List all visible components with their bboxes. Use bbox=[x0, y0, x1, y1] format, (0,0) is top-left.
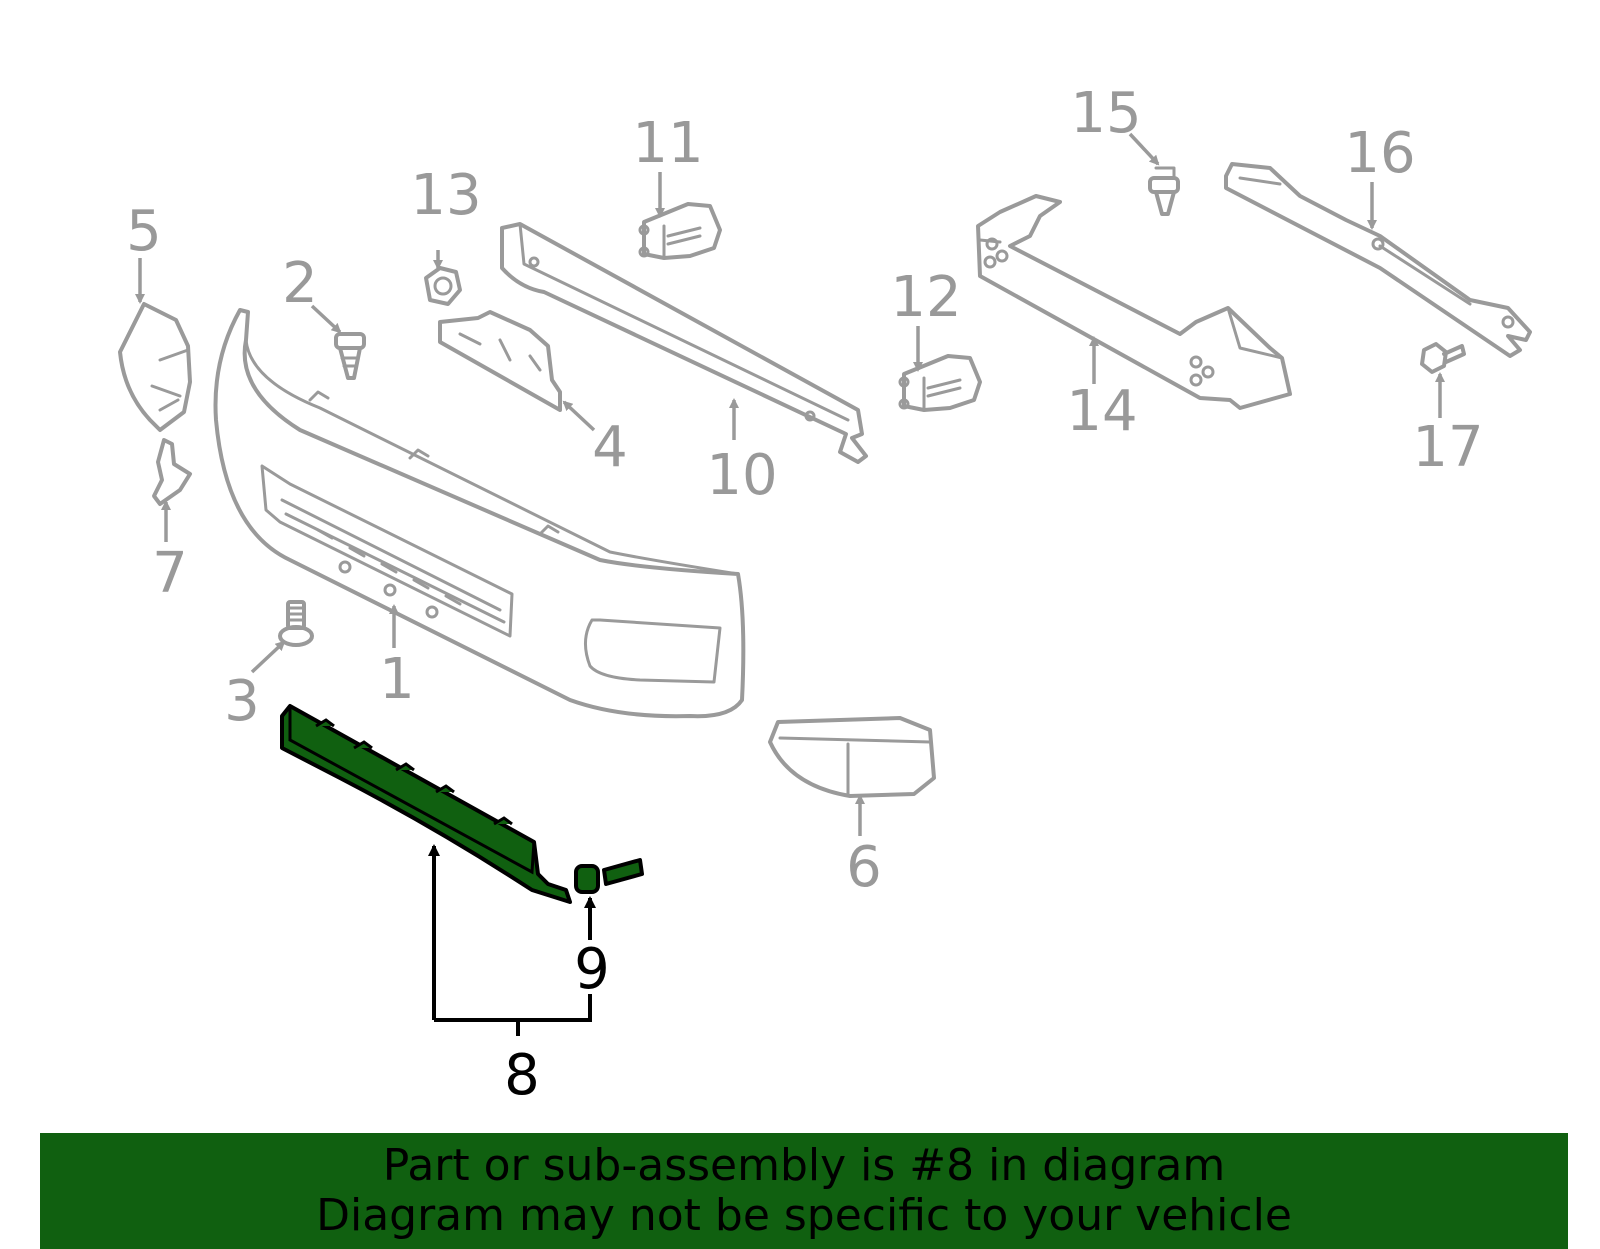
callout-17: 17 bbox=[1412, 415, 1483, 480]
callout-10: 10 bbox=[706, 443, 777, 508]
fog-cover-part-6 bbox=[768, 716, 936, 798]
crossmember-part-14 bbox=[976, 194, 1292, 410]
callout-4: 4 bbox=[592, 415, 628, 480]
highlight-leader-lines bbox=[428, 844, 596, 1036]
callout-7: 7 bbox=[152, 541, 188, 606]
clip-part-15 bbox=[1148, 166, 1180, 216]
side-bracket-part-5 bbox=[118, 302, 192, 432]
small-bracket-part-7 bbox=[152, 438, 192, 506]
bracket-part-12 bbox=[898, 354, 982, 412]
callout-2: 2 bbox=[282, 251, 318, 316]
callout-3: 3 bbox=[224, 669, 260, 734]
clip-part-2 bbox=[334, 332, 366, 380]
callout-12: 12 bbox=[890, 265, 961, 330]
bracket-part-11 bbox=[638, 202, 722, 260]
callout-11: 11 bbox=[632, 111, 703, 176]
callout-14: 14 bbox=[1066, 379, 1137, 444]
nut-part-13 bbox=[424, 266, 462, 306]
info-banner: Part or sub-assembly is #8 in diagram Di… bbox=[40, 1133, 1568, 1249]
bolt-part-3 bbox=[278, 600, 314, 647]
bolt-part-17 bbox=[1420, 342, 1466, 374]
callout-labels: 1 2 3 4 5 6 7 8 9 10 11 12 13 14 15 16 1… bbox=[126, 81, 1483, 1108]
callout-6: 6 bbox=[846, 835, 882, 900]
long-bracket-part-16 bbox=[1224, 162, 1532, 358]
callout-13: 13 bbox=[410, 163, 481, 228]
reinforcement-bar-part-10 bbox=[500, 222, 868, 464]
bracket-part-4 bbox=[438, 310, 562, 412]
callout-8: 8 bbox=[504, 1043, 540, 1108]
callout-15: 15 bbox=[1070, 81, 1141, 146]
leader-lines bbox=[135, 132, 1445, 836]
callout-5: 5 bbox=[126, 199, 162, 264]
callout-1: 1 bbox=[379, 647, 415, 712]
callout-9: 9 bbox=[574, 937, 610, 1002]
banner-line-disclaimer: Diagram may not be specific to your vehi… bbox=[316, 1190, 1292, 1241]
callout-16: 16 bbox=[1344, 121, 1415, 186]
molding-part-8 bbox=[280, 704, 572, 904]
bumper-cover-part-1 bbox=[213, 308, 746, 719]
bolt-part-9 bbox=[574, 858, 644, 894]
banner-line-part-number: Part or sub-assembly is #8 in diagram bbox=[382, 1140, 1226, 1191]
